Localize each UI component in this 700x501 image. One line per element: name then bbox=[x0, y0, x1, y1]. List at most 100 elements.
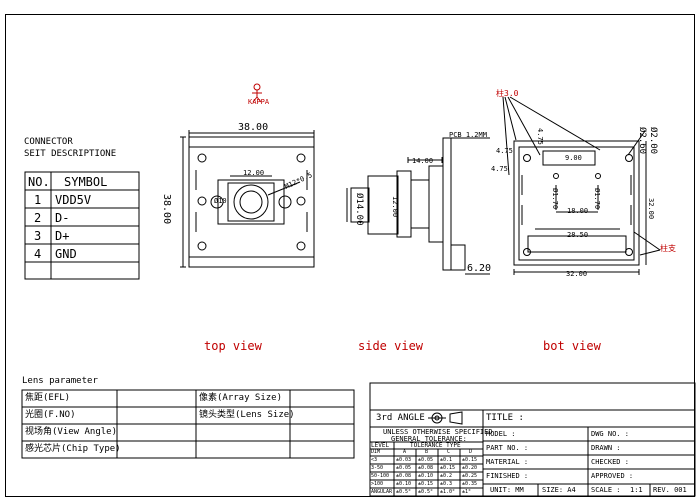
bot-spacing-dim: 18.00 bbox=[567, 207, 589, 215]
tb-tol-r3-c1: 50-100 bbox=[371, 473, 390, 479]
tb-rev: REV. 001 bbox=[653, 486, 687, 494]
top-ring-dim: Ø10 bbox=[214, 197, 227, 205]
lens-table-frame bbox=[21, 389, 355, 459]
side-view-drawing bbox=[346, 137, 490, 275]
tb-tol-r2-c1: 3-50 bbox=[371, 465, 384, 471]
lens-r2-c1: 光圈(F.NO) bbox=[25, 410, 76, 420]
tb-dwg: DWG NO. : bbox=[591, 430, 629, 438]
top-inner-dim: 12.00 bbox=[243, 169, 265, 177]
bot-v2-dim: 4.75 bbox=[536, 128, 544, 145]
top-view-drawing bbox=[180, 130, 315, 268]
tb-tol-head-level: LEVEL bbox=[371, 442, 390, 449]
connector-row-1-symbol: VDD5V bbox=[55, 193, 92, 207]
connector-head-no: NO. bbox=[28, 175, 50, 189]
tb-tol-r2-c2: ±0.05 bbox=[396, 465, 412, 471]
bot-width2-dim: 28.50 bbox=[567, 231, 589, 239]
tb-unless-1: UNLESS OTHERWISE SPECIFIED bbox=[383, 428, 493, 436]
lens-r1-c1: 焦距(EFL) bbox=[25, 393, 71, 403]
sheet-border bbox=[5, 14, 695, 497]
caption-side-view: side view bbox=[358, 339, 424, 353]
top-height-dim: 38.00 bbox=[161, 194, 172, 225]
lens-title: Lens parameter bbox=[22, 376, 98, 386]
tb-angle: 3rd ANGLE bbox=[376, 413, 425, 423]
bot-hole-space-dim: Ø2.60 bbox=[637, 127, 647, 155]
tb-tol-r4-c3: ±0.15 bbox=[418, 481, 434, 487]
bot-view-drawing bbox=[502, 96, 661, 275]
caption-top-view: top view bbox=[204, 339, 262, 353]
tb-finished: FINISHED : bbox=[486, 472, 529, 480]
logo-figure bbox=[252, 83, 262, 103]
tb-part: PART NO. : bbox=[486, 444, 529, 452]
tb-tol-r3-c3: ±0.10 bbox=[418, 473, 434, 479]
tb-unless-2: GENERAL TOLERANCE: bbox=[391, 435, 467, 443]
tb-tol-r5-c4: ±1.0° bbox=[440, 489, 456, 495]
side-body-dim: 12.00 bbox=[391, 196, 399, 218]
tb-material: MATERIAL : bbox=[486, 458, 529, 466]
bot-v1-dim: 4.75 bbox=[496, 147, 513, 155]
tb-tol-col-c: C bbox=[447, 449, 451, 455]
tb-tol-col-a: A bbox=[403, 449, 407, 455]
lens-r2-c3: 镜头类型(Lens Size) bbox=[199, 410, 295, 420]
bot-d2-dim: Ø1.70 bbox=[593, 188, 601, 210]
logo-text: KAPPA bbox=[248, 98, 270, 106]
tb-tol-r3-c4: ±0.2 bbox=[440, 473, 453, 479]
tb-drawn: DRAWN : bbox=[591, 444, 621, 452]
bot-note-right: 柱支 bbox=[660, 244, 676, 253]
connector-row-3-symbol: D+ bbox=[55, 229, 70, 243]
side-lens-dim: Ø14.00 bbox=[354, 193, 364, 226]
tb-tol-col-d: D bbox=[469, 449, 473, 455]
tb-tol-r5-c1: ANGULAR bbox=[371, 489, 393, 495]
connector-row-3-no: 3 bbox=[34, 229, 42, 243]
tb-tol-r2-c5: ±0.20 bbox=[462, 465, 478, 471]
tb-tol-r2-c4: ±0.15 bbox=[440, 465, 456, 471]
bot-d1-dim: Ø1.70 bbox=[551, 188, 559, 210]
tb-tol-col-dim: DIM bbox=[371, 449, 381, 455]
bot-hole-dim: Ø2.00 bbox=[648, 127, 658, 155]
tb-tol-r1-c1: <3 bbox=[371, 457, 378, 463]
tb-tol-r4-c1: >100 bbox=[371, 481, 384, 487]
tb-tol-col-b: B bbox=[425, 449, 429, 455]
tb-tol-r4-c5: ±0.35 bbox=[462, 481, 478, 487]
connector-table-frame bbox=[24, 171, 140, 280]
tb-tol-head-type: TOLERANCE TYPE bbox=[410, 442, 461, 449]
connector-title: CONNECTOR bbox=[24, 137, 73, 147]
lens-r3-c1: 视场角(View Angle) bbox=[25, 427, 118, 437]
connector-row-4-symbol: GND bbox=[55, 247, 77, 261]
lens-r4-c1: 感光芯片(Chip Type) bbox=[25, 444, 121, 454]
connector-row-1-no: 1 bbox=[34, 193, 42, 207]
tb-unit: UNIT: MM bbox=[490, 486, 524, 494]
tb-tol-r3-c5: ±0.25 bbox=[462, 473, 478, 479]
caption-bot-view: bot view bbox=[543, 339, 601, 353]
tb-tol-r3-c2: ±0.08 bbox=[396, 473, 412, 479]
tb-tol-r1-c3: ±0.05 bbox=[418, 457, 434, 463]
tb-checked: CHECKED : bbox=[591, 458, 629, 466]
connector-row-2-symbol: D- bbox=[55, 211, 70, 225]
tb-tol-r1-c2: ±0.03 bbox=[396, 457, 412, 463]
connector-subtitle: SEIT DESCRIPTIONE bbox=[24, 149, 117, 159]
connector-head-symbol: SYMBOL bbox=[64, 175, 108, 189]
tb-tol-r1-c4: ±0.1 bbox=[440, 457, 453, 463]
tb-tol-r1-c5: ±0.15 bbox=[462, 457, 478, 463]
connector-row-2-no: 2 bbox=[34, 211, 42, 225]
tb-title: TITLE : bbox=[486, 413, 524, 423]
side-tab-dim: 6.20 bbox=[467, 263, 492, 274]
bot-v3-dim: 4.75 bbox=[491, 165, 508, 173]
tb-scale: 1:1 bbox=[630, 486, 643, 494]
bot-height-dim: 32.00 bbox=[647, 198, 655, 220]
side-pcb-dim: PCB 1.2MM bbox=[449, 131, 487, 139]
top-width-dim: 38.00 bbox=[238, 122, 269, 133]
tb-tol-r2-c3: ±0.08 bbox=[418, 465, 434, 471]
tb-model: MODEL : bbox=[486, 430, 516, 438]
bot-note-top: 柱3.0 bbox=[496, 89, 519, 98]
side-length-dim: 14.00 bbox=[412, 157, 434, 165]
title-block-frame bbox=[369, 382, 696, 497]
tb-tol-r5-c5: ±1° bbox=[462, 489, 472, 495]
bot-width3-dim: 32.00 bbox=[566, 270, 588, 278]
tb-tol-r5-c3: ±0.5° bbox=[418, 489, 434, 495]
tb-scale-label: SCALE : bbox=[591, 486, 621, 494]
tb-tol-r5-c2: ±0.5° bbox=[396, 489, 412, 495]
tb-size: SIZE: A4 bbox=[542, 486, 576, 494]
connector-row-4-no: 4 bbox=[34, 247, 42, 261]
